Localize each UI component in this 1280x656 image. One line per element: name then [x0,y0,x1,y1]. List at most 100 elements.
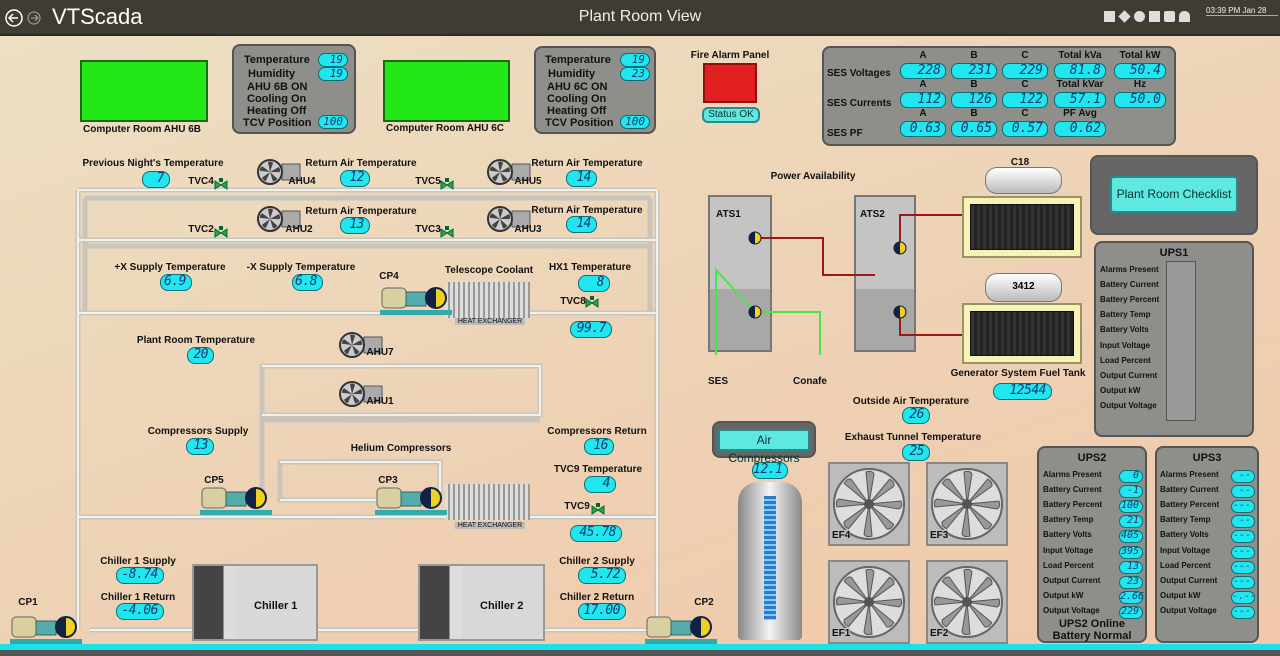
fan-unit-ahu4[interactable] [256,158,304,193]
chiller-2[interactable]: Chiller 2 [418,564,545,641]
tcv-label: TCV Position [545,117,614,129]
report-icon[interactable] [1149,11,1160,22]
ahu3-label: AHU3 [514,224,542,235]
xplus-label: +X Supply Temperature [114,262,226,273]
ahu-6b-unit[interactable] [80,60,208,122]
fan-unit-ahu1[interactable] [338,380,386,415]
cp3-label: CP3 [378,475,398,486]
ups3-row-label: Output Voltage [1160,605,1217,615]
plant-room-temp-label: Plant Room Temperature [136,335,256,346]
ses-readout: 57.1 [1054,92,1106,108]
rat-ahu4-label: Return Air Temperature [305,158,417,169]
ups2-row-label: Output Current [1043,575,1101,585]
cp1-label: CP1 [18,597,38,608]
tvc9-readout: 45.78 [570,525,622,542]
air-compressor-readout: 12.1 [752,462,788,479]
pump-cp3[interactable] [375,480,447,521]
breaker-icon [893,241,907,255]
valve-icon[interactable] [585,296,599,315]
ups1-row-label: Output kW [1100,385,1141,395]
ups2-row-label: Alarms Present [1043,470,1102,479]
time: 03:39 PM [1206,6,1241,15]
fan-icon [833,468,905,540]
outside-air-label: Outside Air Temperature [852,396,970,407]
tag-icon[interactable] [1118,10,1131,23]
fan-unit-ahu3[interactable] [486,205,534,240]
breaker-icon [893,305,907,319]
valve-icon[interactable] [214,226,228,245]
pump-cp4[interactable] [380,280,452,321]
alarm-bell-icon[interactable] [1179,11,1190,22]
chiller-1[interactable]: Chiller 1 [192,564,318,641]
back-arrow-icon[interactable] [5,9,23,27]
generator-c18[interactable] [962,196,1082,258]
gear-icon[interactable] [1134,11,1145,22]
exhaust-fan-ef4[interactable]: EF4 [828,462,910,546]
air-compressors-button[interactable]: Air Compressors [718,429,810,465]
ups3-row-readout: -- [1231,485,1255,499]
ups1-row-label: Output Current [1100,370,1158,380]
ups3-row-label: Battery Current [1160,485,1219,495]
plant-room-temp-readout: 20 [187,347,214,364]
fan-unit-ahu7[interactable] [338,331,386,366]
pump-cp1[interactable] [10,609,82,650]
ats2[interactable]: ATS2 [854,195,916,352]
ups1-row-label: Input Voltage [1100,340,1151,350]
valve-icon[interactable] [440,178,454,197]
breaker-icon [748,231,762,245]
fan-label: EF2 [930,628,949,639]
ahu-status: AHU 6B ON [247,81,308,93]
fire-alarm-status[interactable]: Status OK [702,107,760,123]
tvc2-label: TVC2 [188,224,214,235]
chiller1-return-label: Chiller 1 Return [100,592,176,603]
chiller1-supply-readout: -8.74 [116,567,164,584]
ses-pf-label: SES PF [827,128,863,139]
heating-status: Heating Off [547,105,607,117]
generator-3412[interactable] [962,303,1082,364]
valve-icon[interactable] [591,503,605,522]
exhaust-fan-ef1[interactable]: EF1 [828,560,910,644]
humidity-readout: 19 [318,67,348,81]
ups2-status-online: UPS2 Online [1058,618,1126,630]
ups3-row-readout: --- [1231,575,1255,589]
ups3-row-readout: --- [1231,545,1255,559]
ups3-row-readout: --- [1231,530,1255,544]
fire-alarm-panel[interactable] [703,63,757,103]
plant-room-checklist-button[interactable]: Plant Room Checklist [1110,176,1238,213]
pump-icon [645,616,717,644]
ahu-6c-unit[interactable] [383,60,510,122]
ups3-row-label: Battery Volts [1160,530,1209,540]
gen1-tank [985,167,1062,194]
ahu2-label: AHU2 [285,224,313,235]
chart-icon[interactable] [1104,11,1115,22]
printer-icon[interactable] [1164,11,1175,22]
ses-column-header: C [1021,50,1029,61]
tvc9-temp-label: TVC9 Temperature [553,464,643,475]
ups2-row-readout: 405 [1119,530,1143,544]
exhaust-fan-ef2[interactable]: EF2 [926,560,1008,644]
valve-icon[interactable] [440,226,454,245]
valve-icon[interactable] [214,178,228,197]
ups1-row-label: Output Voltage [1100,400,1157,410]
fan-unit-ahu5[interactable] [486,158,534,193]
pump-cp5[interactable] [200,480,272,521]
comp-supply-label: Compressors Supply [147,426,249,437]
pump-cp2[interactable] [645,609,717,650]
fan-unit-ahu2[interactable] [256,205,304,240]
forward-arrow-icon[interactable] [27,11,41,25]
ses-readout: 112 [900,92,946,108]
fuel-tank-readout: 12544 [993,383,1052,400]
ups2-row-readout: 395 [1119,545,1143,559]
exhaust-fan-ef3[interactable]: EF3 [926,462,1008,546]
ups3-row-readout: -- [1231,470,1255,483]
fuel-tank-label: Generator System Fuel Tank [950,368,1086,379]
fan-icon [257,206,301,232]
ses-readout: 0.62 [1054,121,1106,137]
ups3-row-label: Battery Percent [1160,500,1220,510]
pump-icon [10,616,82,644]
fire-alarm-label: Fire Alarm Panel [690,50,770,61]
ups2-row-readout: -1 [1119,485,1143,499]
fan-icon [931,566,1003,638]
ses-column-header: C [1021,108,1029,119]
ups2-row-readout: 21 [1119,515,1143,529]
